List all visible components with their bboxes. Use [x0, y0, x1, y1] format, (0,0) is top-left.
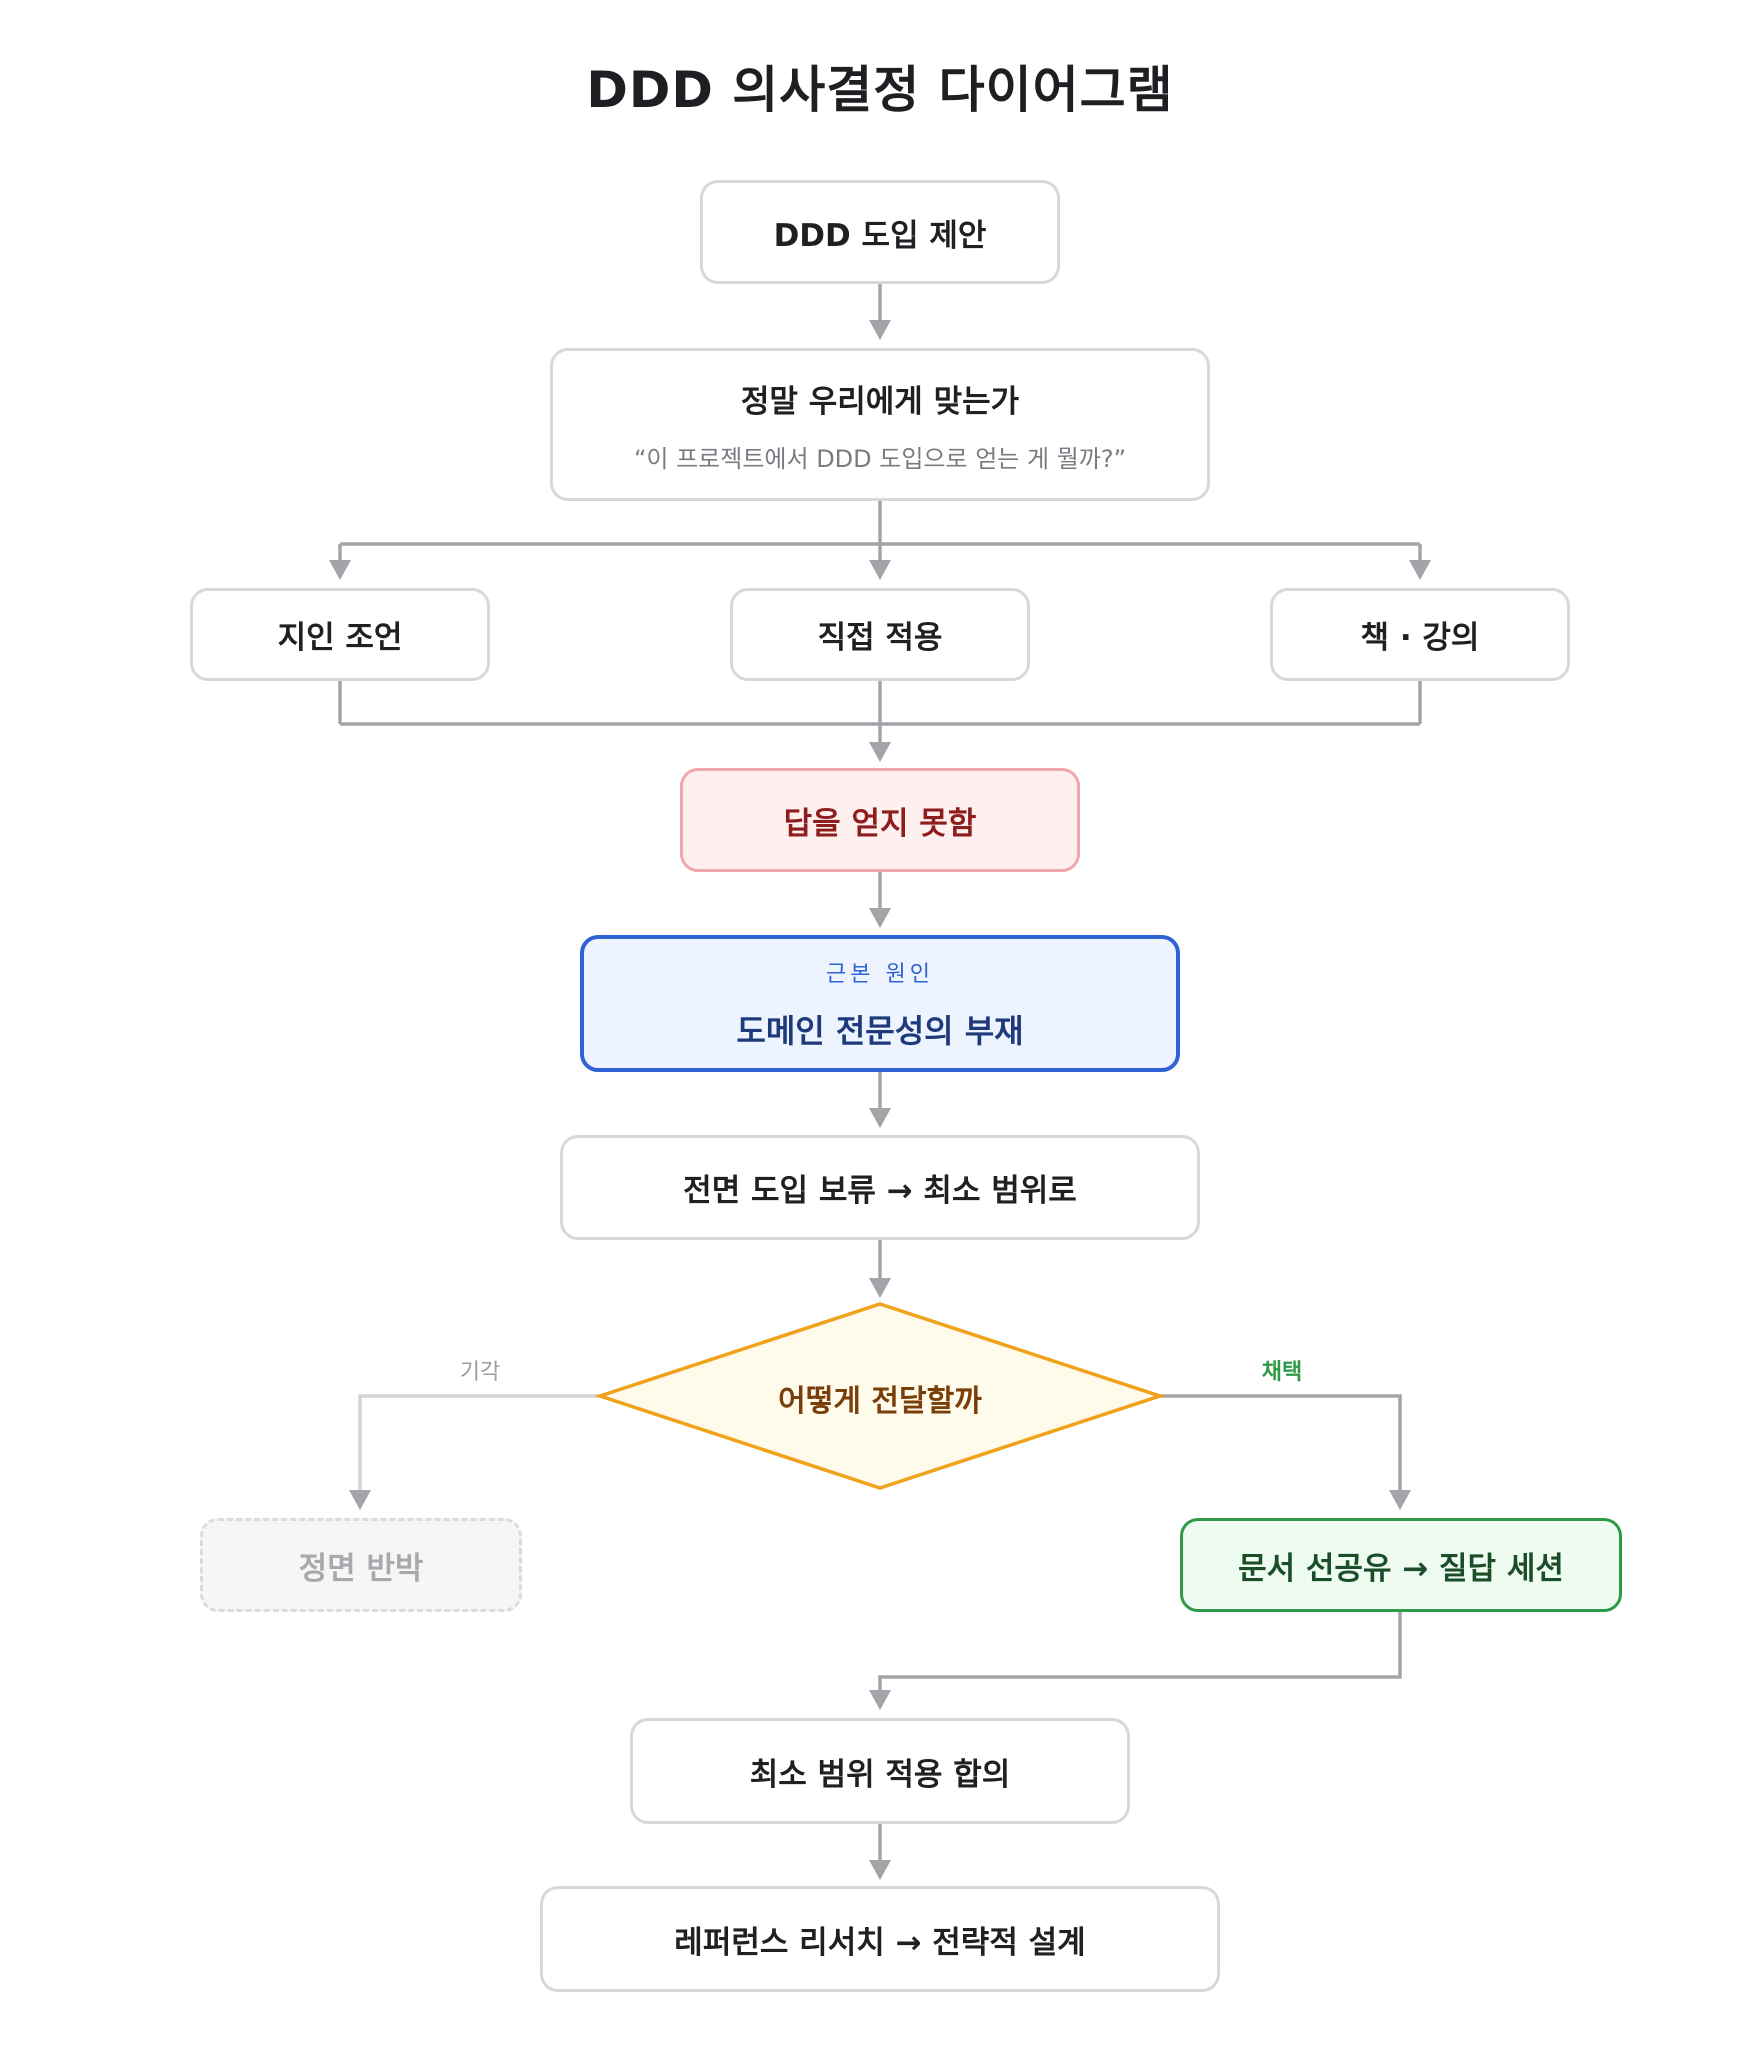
proposal-node: DDD 도입 제안 [700, 180, 1060, 284]
source-label: 책 · 강의 [1360, 620, 1480, 656]
adopt-branch-label: 채택 [1261, 1360, 1303, 1385]
arrowhead [869, 742, 891, 762]
arrowhead [349, 1490, 371, 1510]
arrowhead [869, 1278, 891, 1298]
arrowhead [1389, 1490, 1411, 1510]
arrowhead [869, 1108, 891, 1128]
arrowhead [869, 560, 891, 580]
arrowhead [329, 560, 351, 580]
source-node-direct: 직접 적용 [730, 588, 1030, 681]
agreement-label: 최소 범위 적용 합의 [749, 1756, 1011, 1793]
rejected-option-node: 정면 반박 [200, 1518, 522, 1612]
decision-diamond [594, 1302, 1166, 1490]
no-answer-label: 답을 얻지 못함 [783, 805, 977, 842]
source-node-books: 책 · 강의 [1270, 588, 1570, 681]
agreement-node: 최소 범위 적용 합의 [630, 1718, 1130, 1824]
final-node: 레퍼런스 리서치 → 전략적 설계 [540, 1886, 1220, 1992]
arrowhead [1409, 560, 1431, 580]
defer-label: 전면 도입 보류 → 최소 범위로 [683, 1173, 1077, 1209]
question-node: 정말 우리에게 맞는가 “이 프로젝트에서 DDD 도입으로 얻는 게 뭘까?” [550, 348, 1210, 501]
source-label: 직접 적용 [817, 620, 943, 656]
source-node-advice: 지인 조언 [190, 588, 490, 681]
adopted-option-node: 문서 선공유 → 질답 세션 [1180, 1518, 1622, 1612]
question-quote: “이 프로젝트에서 DDD 도입으로 얻는 게 뭘까?” [633, 444, 1127, 473]
final-label: 레퍼런스 리서치 → 전략적 설계 [674, 1924, 1086, 1961]
arrowhead [869, 1690, 891, 1710]
proposal-label: DDD 도입 제안 [773, 217, 987, 254]
question-label: 정말 우리에게 맞는가 [740, 383, 1020, 420]
no-answer-node: 답을 얻지 못함 [680, 768, 1080, 872]
arrowhead [869, 908, 891, 928]
source-label: 지인 조언 [277, 620, 403, 656]
reject-branch-label: 기각 [459, 1360, 501, 1385]
edge-decision-adopt [1160, 1394, 1402, 1500]
root-cause-tag: 근본 원인 [826, 961, 934, 987]
root-cause-node: 근본 원인 도메인 전문성의 부재 [580, 935, 1180, 1072]
edge-adopt-agreement [878, 1612, 1402, 1700]
decision-label: 어떻게 전달할까 [778, 1384, 982, 1419]
root-cause-label: 도메인 전문성의 부재 [736, 1011, 1024, 1050]
defer-node: 전면 도입 보류 → 최소 범위로 [560, 1135, 1200, 1240]
arrowhead [869, 320, 891, 340]
edge-decision-reject [358, 1394, 600, 1500]
arrowhead [869, 1860, 891, 1880]
adopted-option-label: 문서 선공유 → 질답 세션 [1238, 1550, 1564, 1587]
rejected-option-label: 정면 반박 [298, 1550, 424, 1587]
diagram-title: DDD 의사결정 다이어그램 [586, 61, 1174, 119]
